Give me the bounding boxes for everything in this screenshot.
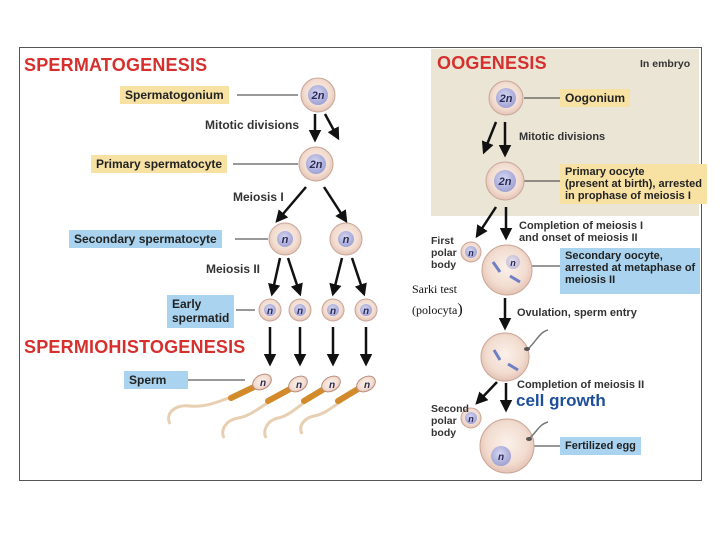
- early-spermatid-line-2: spermatid: [172, 311, 230, 325]
- fertilized-egg-cell: n: [479, 418, 549, 474]
- ploidy-n-label: n: [468, 414, 474, 424]
- primary-spermatocyte-label: Primary spermatocyte: [91, 155, 228, 173]
- ploidy-n-label: n: [510, 258, 516, 268]
- connector-lines: [181, 94, 562, 447]
- ploidy-n-label: n: [329, 380, 335, 391]
- ploidy-n-label: n: [363, 306, 369, 317]
- sarki-test-note: Sarki test: [412, 282, 457, 296]
- ploidy-n-label: n: [282, 234, 289, 246]
- meiosis-2-label: Meiosis II: [206, 262, 261, 276]
- second-polar-line-2: polar: [431, 415, 457, 427]
- sperm-cell: n: [263, 375, 341, 439]
- secondary-oocyte-line-2: arrested at metaphase of: [565, 262, 696, 274]
- ovulation-label: Ovulation, sperm entry: [517, 307, 637, 319]
- sperm-cell: n: [299, 375, 376, 435]
- completion-line-1: Completion of meiosis I: [519, 220, 644, 232]
- primary-oocyte-line-3: in prophase of meiosis I: [565, 190, 691, 202]
- cell-growth-note: cell growth: [516, 391, 606, 410]
- primary-spermatocyte-cell: 2n: [298, 146, 334, 182]
- ploidy-2n-label: 2n: [498, 176, 512, 188]
- polocyta-text: (polocyta: [412, 303, 458, 317]
- early-spermatid-cell: n: [321, 298, 345, 322]
- ploidy-n-label: n: [296, 380, 302, 391]
- sperm-cell: n: [221, 375, 308, 439]
- sperm-label: Sperm: [124, 371, 188, 389]
- ploidy-n-label: n: [297, 306, 303, 317]
- secondary-oocyte-line-3: meiosis II: [565, 274, 616, 286]
- sperm-cell: n: [167, 373, 272, 425]
- ploidy-2n-label: 2n: [309, 159, 323, 171]
- spermiohistogenesis-title: SPERMIOHISTOGENESIS: [24, 337, 246, 357]
- secondary-oocyte-line-1: Secondary oocyte,: [565, 250, 663, 262]
- oo-mitotic-divisions-label: Mitotic divisions: [519, 131, 606, 143]
- secondary-oocyte-cell: n: [481, 244, 533, 296]
- first-polar-body-label: First polar body: [431, 235, 457, 271]
- second-polar-body-cell: n: [460, 407, 482, 429]
- spermatogonium-cell: 2n: [300, 77, 336, 113]
- early-spermatid-cell: n: [258, 298, 282, 322]
- spermatogonium-label: Spermatogonium: [120, 86, 229, 104]
- polocyta-paren: ): [457, 301, 463, 318]
- ploidy-n-label: n: [260, 378, 266, 389]
- early-spermatid-cell: n: [288, 298, 312, 322]
- first-polar-line-3: body: [431, 259, 457, 271]
- completion-line-2: and onset of meiosis II: [519, 232, 638, 244]
- ploidy-n-label: n: [364, 380, 370, 391]
- secondary-spermatocyte-cell: n: [329, 222, 363, 256]
- primary-oocyte-line-2: (present at birth), arrested: [565, 178, 702, 190]
- ploidy-n-label: n: [498, 452, 504, 463]
- ploidy-n-label: n: [343, 234, 350, 246]
- oogonium-cell: 2n: [488, 80, 524, 116]
- early-spermatid-label: Early spermatid: [167, 295, 235, 328]
- completion-meiosis-2-label: Completion of meiosis II: [517, 379, 645, 391]
- second-polar-body-label: Second polar body: [431, 403, 469, 439]
- first-polar-line-1: First: [431, 235, 454, 247]
- mitotic-divisions-label: Mitotic divisions: [205, 118, 300, 132]
- ploidy-n-label: n: [267, 306, 273, 317]
- secondary-spermatocyte-cell: n: [268, 222, 302, 256]
- first-polar-body-cell: n: [460, 241, 482, 263]
- fertilized-egg-label: Fertilized egg: [560, 437, 641, 455]
- primary-oocyte-label: Primary oocyte (present at birth), arres…: [560, 164, 707, 204]
- ploidy-2n-label: 2n: [311, 90, 325, 102]
- spermatogenesis-title: SPERMATOGENESIS: [24, 55, 208, 75]
- meiosis-1-label: Meiosis I: [233, 190, 284, 204]
- secondary-oocyte-label: Secondary oocyte, arrested at metaphase …: [560, 248, 700, 294]
- primary-oocyte-cell: 2n: [485, 161, 525, 201]
- polocyta-note: (polocyta): [412, 301, 463, 319]
- ploidy-2n-label: 2n: [499, 93, 513, 105]
- early-spermatid-cell: n: [354, 298, 378, 322]
- oogonium-label: Oogonium: [560, 89, 630, 107]
- second-polar-line-3: body: [431, 427, 457, 439]
- primary-oocyte-line-1: Primary oocyte: [565, 166, 645, 178]
- early-spermatid-line-1: Early: [172, 297, 202, 311]
- second-polar-line-1: Second: [431, 403, 469, 415]
- ploidy-n-label: n: [468, 248, 474, 258]
- in-embryo-label: In embryo: [640, 58, 691, 70]
- secondary-spermatocyte-label: Secondary spermatocyte: [69, 230, 222, 248]
- first-polar-line-2: polar: [431, 247, 457, 259]
- process-arrows: [263, 113, 513, 413]
- ploidy-n-label: n: [330, 306, 336, 317]
- oogenesis-title: OOGENESIS: [437, 53, 547, 73]
- ovulated-oocyte-cell: [480, 329, 549, 382]
- completion-meiosis-1-label: Completion of meiosis I and onset of mei…: [519, 220, 643, 244]
